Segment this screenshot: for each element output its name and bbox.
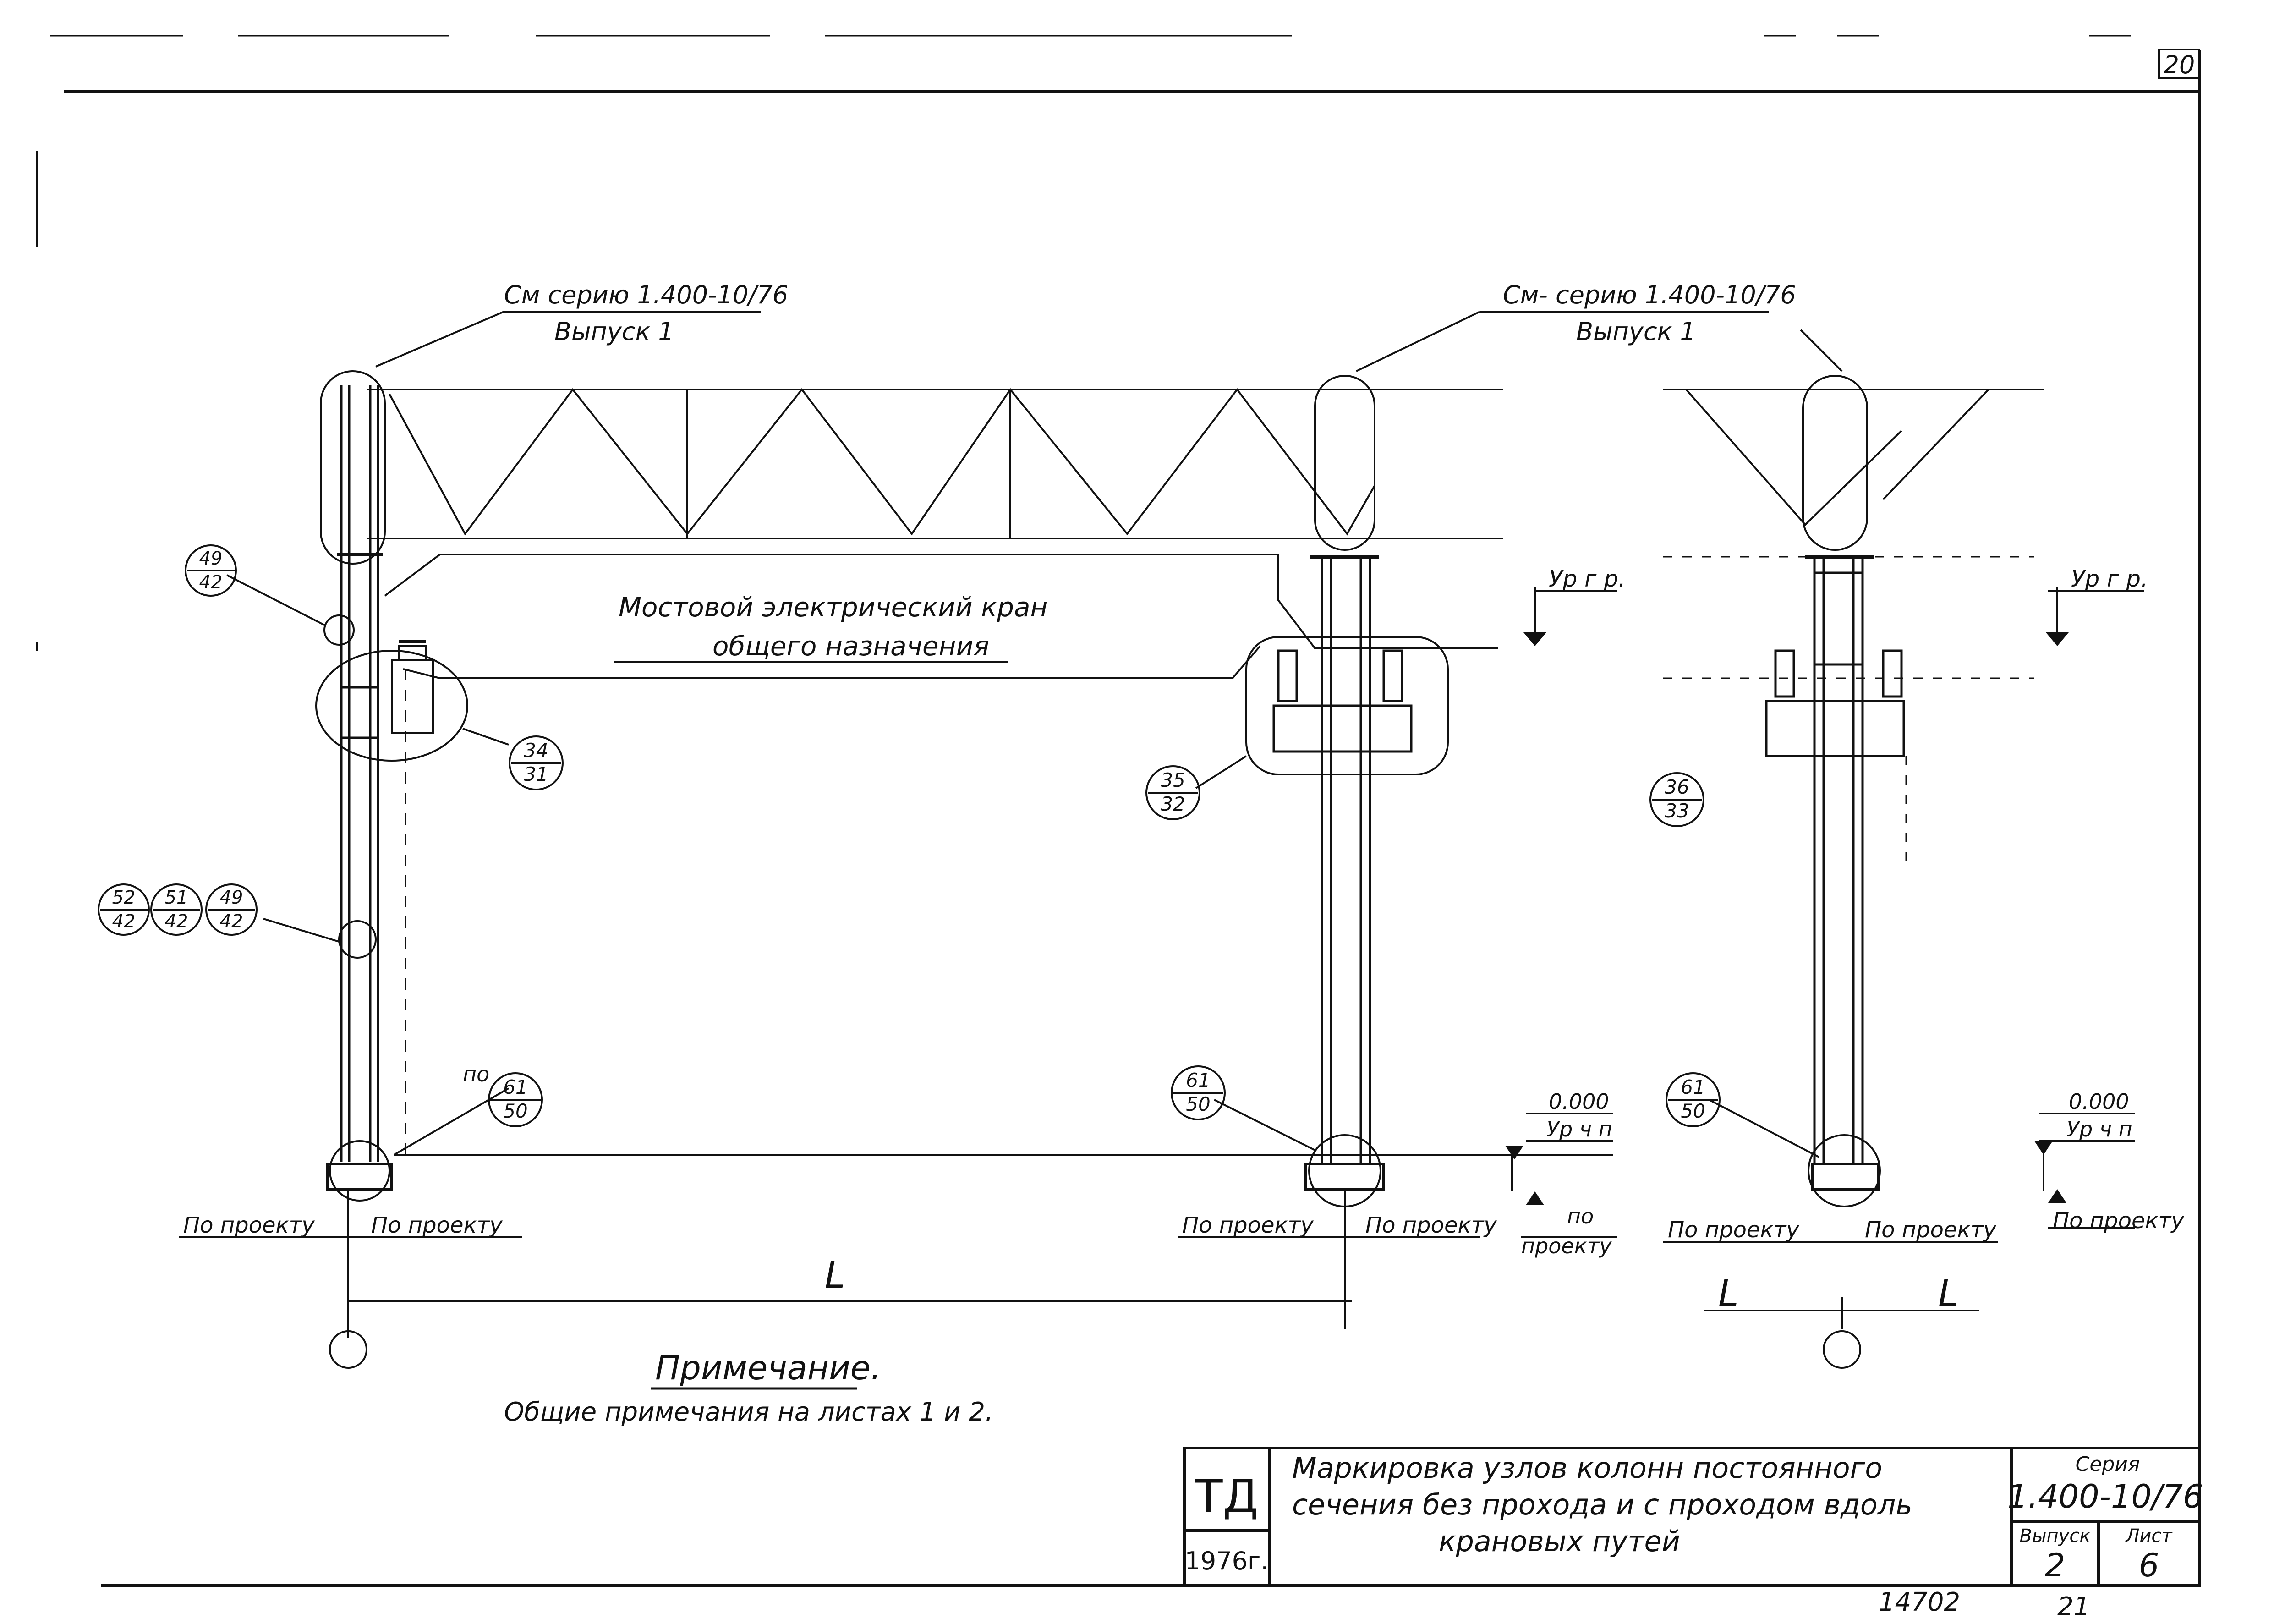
issue-value: 2 (2045, 1547, 2066, 1584)
dim-po-proektu-4: По проекту (1365, 1213, 1497, 1238)
note-heading: Примечание. (655, 1349, 881, 1387)
dim-po-proektu-6: По проекту (1865, 1217, 1996, 1243)
dimension-lines (179, 1191, 1998, 1338)
title-org: ТД (1194, 1470, 1258, 1523)
left-detail-circles (315, 370, 468, 1202)
right-series-note: См- серию 1.400-10/76 (1503, 280, 1796, 309)
title-line1: Маркировка узлов колонн постоянного (1292, 1451, 1882, 1485)
marker-61-50-right-num: 61 (1681, 1076, 1705, 1098)
title-year: 1976г. (1185, 1547, 1269, 1575)
left-series-note: См серию 1.400-10/76 (504, 280, 788, 309)
crane-label-line2: общего назначения (712, 631, 989, 662)
marker-61-50-mid-den: 50 (1186, 1093, 1210, 1115)
dim-po-proektu-1: По проекту (183, 1213, 315, 1238)
marker-35-32-den: 32 (1161, 793, 1185, 815)
marker-36-33-num: 36 (1665, 776, 1689, 798)
marker-51-42-num: 51 (165, 887, 188, 908)
title-line3: крановых путей (1439, 1525, 1680, 1558)
marker-36-33-den: 33 (1665, 800, 1689, 822)
title-block (1183, 1447, 2201, 1587)
sheet-value: 6 (2139, 1547, 2159, 1584)
zero-level-mid: 0.000 (1549, 1089, 1609, 1114)
series-value: 1.400-10/76 (2007, 1478, 2203, 1515)
left-corbel (391, 640, 434, 734)
marker-34-31-num: 34 (524, 739, 548, 762)
leader-underlines (504, 311, 1769, 663)
marker-35-32-num: 35 (1161, 769, 1185, 791)
marker-52-42-den: 42 (112, 911, 136, 932)
axis-bubbles (329, 1330, 1861, 1369)
page-number-bottom: 21 (2057, 1592, 2090, 1622)
span-label-left: L (825, 1254, 845, 1296)
marker-61-50-mid-num: 61 (1186, 1069, 1210, 1092)
node-markers (98, 544, 1721, 1127)
leader-lines (226, 311, 1843, 1158)
sheet-number-top: 20 (2164, 50, 2195, 79)
series-label: Серия (2076, 1453, 2140, 1476)
prefix-po: по (463, 1062, 489, 1086)
title-line2: сечения без прохода и с проходом вдоль (1292, 1488, 1912, 1521)
level-marks (394, 587, 2144, 1238)
dim-po-split-top: по (1567, 1204, 1594, 1229)
marker-34-31-den: 31 (524, 763, 548, 785)
right-issue-note: Выпуск 1 (1576, 317, 1696, 346)
marker-49-42-mid-den: 42 (220, 911, 243, 932)
floor-level-mid: Ур ч п (1546, 1117, 1612, 1141)
left-truss (367, 388, 1503, 539)
issue-label: Выпуск (2020, 1525, 2091, 1547)
right-dashed-outline (1663, 556, 2034, 871)
crane-rail-level-right: Ур г р. (2071, 565, 2148, 592)
marker-61-50-left-num: 61 (503, 1076, 527, 1098)
marker-61-50-right-den: 50 (1681, 1100, 1705, 1122)
dim-po-proektu-2: По проекту (371, 1213, 503, 1238)
marker-61-50-left-den: 50 (503, 1100, 527, 1122)
dim-po-proektu-5: По проекту (1668, 1217, 1799, 1243)
marker-49-42-top-num: 49 (199, 548, 223, 569)
node-marker-texts: 49 42 34 31 52 42 51 42 49 42 61 50 35 3… (112, 548, 1705, 1122)
marker-49-42-mid-num: 49 (220, 887, 243, 908)
dim-po-split-bottom: проекту (1521, 1234, 1612, 1258)
crane-label-line1: Мостовой электрический кран (619, 592, 1047, 623)
middle-column (1245, 375, 1449, 1207)
sheet-label: Лист (2125, 1525, 2173, 1547)
floor-level-right: Ур ч п (2066, 1117, 2132, 1141)
left-issue-note: Выпуск 1 (554, 317, 674, 346)
span-label-right-2: L (1938, 1272, 1959, 1315)
note-text: Общие примечания на листах 1 и 2. (504, 1397, 993, 1427)
span-label-right-1: L (1718, 1272, 1739, 1315)
level-triangles (1505, 632, 2069, 1205)
archive-number: 14702 (1879, 1587, 1960, 1617)
dim-po-proektu-3: По проекту (1182, 1213, 1314, 1238)
marker-49-42-top-den: 42 (199, 572, 223, 593)
crane-rail-level-mid: Ур г р. (1549, 565, 1626, 592)
marker-52-42-num: 52 (112, 887, 136, 908)
sheet-number-box: 20 (2158, 49, 2200, 79)
dim-po-proektu-7: По проекту (2053, 1208, 2184, 1234)
marker-51-42-den: 42 (165, 911, 188, 932)
right-column (1765, 375, 1905, 1207)
left-column (326, 385, 393, 1191)
right-truss (1663, 389, 2044, 526)
zero-level-right: 0.000 (2069, 1089, 2129, 1114)
sheet-frame (36, 50, 2201, 1587)
